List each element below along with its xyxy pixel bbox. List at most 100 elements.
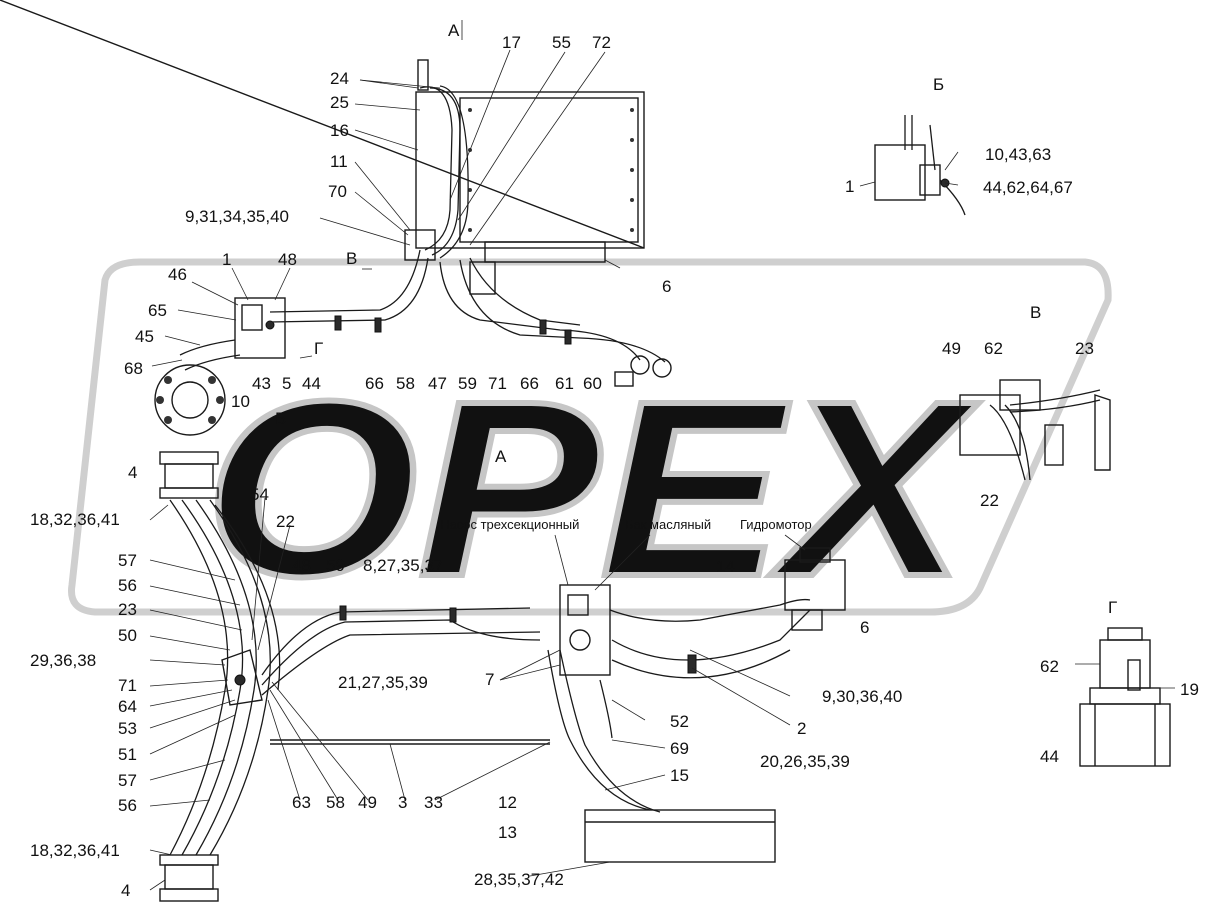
callouts-hoses: 66 58 47 59 71 66 61 60 [365, 374, 602, 393]
callout-45: 45 [135, 327, 154, 346]
callout-50: 50 [118, 626, 137, 645]
callout-44-62-64-67: 44,62,64,67 [983, 178, 1073, 197]
callout-10: 10 [231, 392, 250, 411]
callout-8-27-35-37: 8,27,35,37 [363, 556, 443, 575]
detail-g [1079, 627, 1171, 767]
lower-assembly [261, 547, 846, 863]
callout-70: 70 [328, 182, 347, 201]
callout-25: 25 [330, 93, 349, 112]
callout-14: 14 [716, 557, 735, 576]
callout-58-top: 58 [396, 374, 415, 393]
callout-11: 11 [330, 152, 348, 171]
callouts-left: 4 18,32,36,41 54 22 57 56 23 50 29,36,38… [30, 463, 295, 900]
callout-44-g: 44 [1040, 747, 1059, 766]
callout-4-bottom: 4 [121, 881, 130, 900]
left-hose-bundle [159, 451, 281, 902]
caption-tank: Бак масляный [625, 517, 711, 532]
hoses-top [269, 85, 672, 387]
callout-15: 15 [670, 766, 689, 785]
callout-49-lower: 49 [358, 793, 377, 812]
section-b-title: Б [933, 75, 944, 94]
callout-69: 69 [670, 739, 689, 758]
leader-lines [149, 49, 1175, 891]
section-a-top: А [448, 21, 460, 40]
callout-68: 68 [124, 359, 143, 378]
callout-57-a: 57 [118, 551, 137, 570]
callout-2: 2 [797, 719, 806, 738]
callout-23-left: 23 [118, 600, 137, 619]
callout-56-b: 56 [118, 796, 137, 815]
callout-33: 33 [424, 793, 443, 812]
callout-18-32-36-41-bottom: 18,32,36,41 [30, 841, 120, 860]
valve-block [154, 297, 286, 436]
callout-29-36-38: 29,36,38 [30, 651, 96, 670]
callout-48-lower: 48 [292, 556, 311, 575]
component-captions: Насос трехсекционный Бак масляный Гидром… [440, 517, 812, 532]
caption-pump: Насос трехсекционный [440, 517, 579, 532]
callout-18-32-36-41-top: 18,32,36,41 [30, 510, 120, 529]
callout-51: 51 [118, 745, 137, 764]
detail-b [874, 115, 966, 216]
section-a-mid: А [495, 447, 507, 466]
callout-13: 13 [498, 823, 517, 842]
callout-6-top: 6 [662, 277, 671, 296]
callout-55: 55 [552, 33, 571, 52]
callout-61: 61 [555, 374, 574, 393]
section-b-arrow: Б [275, 409, 286, 428]
callout-22-left: 22 [276, 512, 295, 531]
callout-10-43-63: 10,43,63 [985, 145, 1051, 164]
callout-5: 5 [282, 374, 291, 393]
watermark-text: OPEX [205, 349, 979, 628]
callouts-lower: 48 59 8,27,35,37 14 6 21,27,35,39 7 9,30… [292, 556, 902, 889]
callout-44: 44 [302, 374, 321, 393]
callout-21-27-35-39: 21,27,35,39 [338, 673, 428, 692]
callout-1-b: 1 [845, 177, 854, 196]
callout-1: 1 [222, 250, 231, 269]
section-g-arrow: Г [314, 339, 323, 358]
callouts-detail-v: 49 62 23 22 [942, 339, 1094, 510]
callout-54: 54 [250, 485, 269, 504]
callout-48: 48 [278, 250, 297, 269]
callout-6-lower: 6 [860, 618, 869, 637]
callout-49-v: 49 [942, 339, 961, 358]
callout-65: 65 [148, 301, 167, 320]
callout-72: 72 [592, 33, 611, 52]
callout-62-v: 62 [984, 339, 1003, 358]
callout-62-g: 62 [1040, 657, 1059, 676]
callout-28-35-37-42: 28,35,37,42 [474, 870, 564, 889]
callout-16: 16 [330, 121, 349, 140]
callout-59-lower: 59 [326, 556, 345, 575]
callout-52: 52 [670, 712, 689, 731]
callout-63-lower: 63 [292, 793, 311, 812]
callout-59-top: 59 [458, 374, 477, 393]
detail-v [959, 379, 1111, 481]
callouts-top: 17 55 72 24 25 16 11 70 9,31,34,35,40 6 [185, 33, 671, 296]
callout-71-top: 71 [488, 374, 507, 393]
callout-66-b: 66 [520, 374, 539, 393]
callout-57-b: 57 [118, 771, 137, 790]
callout-20-26-35-39: 20,26,35,39 [760, 752, 850, 771]
section-titles: А Б В Г В Г Б А [275, 20, 1117, 617]
section-g-title: Г [1108, 598, 1117, 617]
callout-3: 3 [398, 793, 407, 812]
callout-56-a: 56 [118, 576, 137, 595]
callouts-detail-g: 62 19 44 [1040, 657, 1199, 766]
callout-66-a: 66 [365, 374, 384, 393]
callout-23-v: 23 [1075, 339, 1094, 358]
caption-motor: Гидромотор [740, 517, 812, 532]
callout-71-left: 71 [118, 676, 137, 695]
watermark-outline [67, 258, 1112, 616]
callout-9-30-36-40: 9,30,36,40 [822, 687, 902, 706]
callout-4-top: 4 [128, 463, 137, 482]
section-v-title: В [1030, 303, 1041, 322]
oil-tank-top [0, 0, 645, 263]
section-v-arrow: В [346, 249, 357, 268]
callouts-valve: 1 48 46 65 45 68 43 5 44 10 [124, 250, 321, 411]
watermark: OPEX [67, 258, 1112, 631]
callout-9-31-34-35-40: 9,31,34,35,40 [185, 207, 289, 226]
callouts-detail-b: 10,43,63 1 44,62,64,67 [845, 145, 1073, 197]
callout-64-left: 64 [118, 697, 137, 716]
callout-22-v: 22 [980, 491, 999, 510]
callout-12: 12 [498, 793, 517, 812]
